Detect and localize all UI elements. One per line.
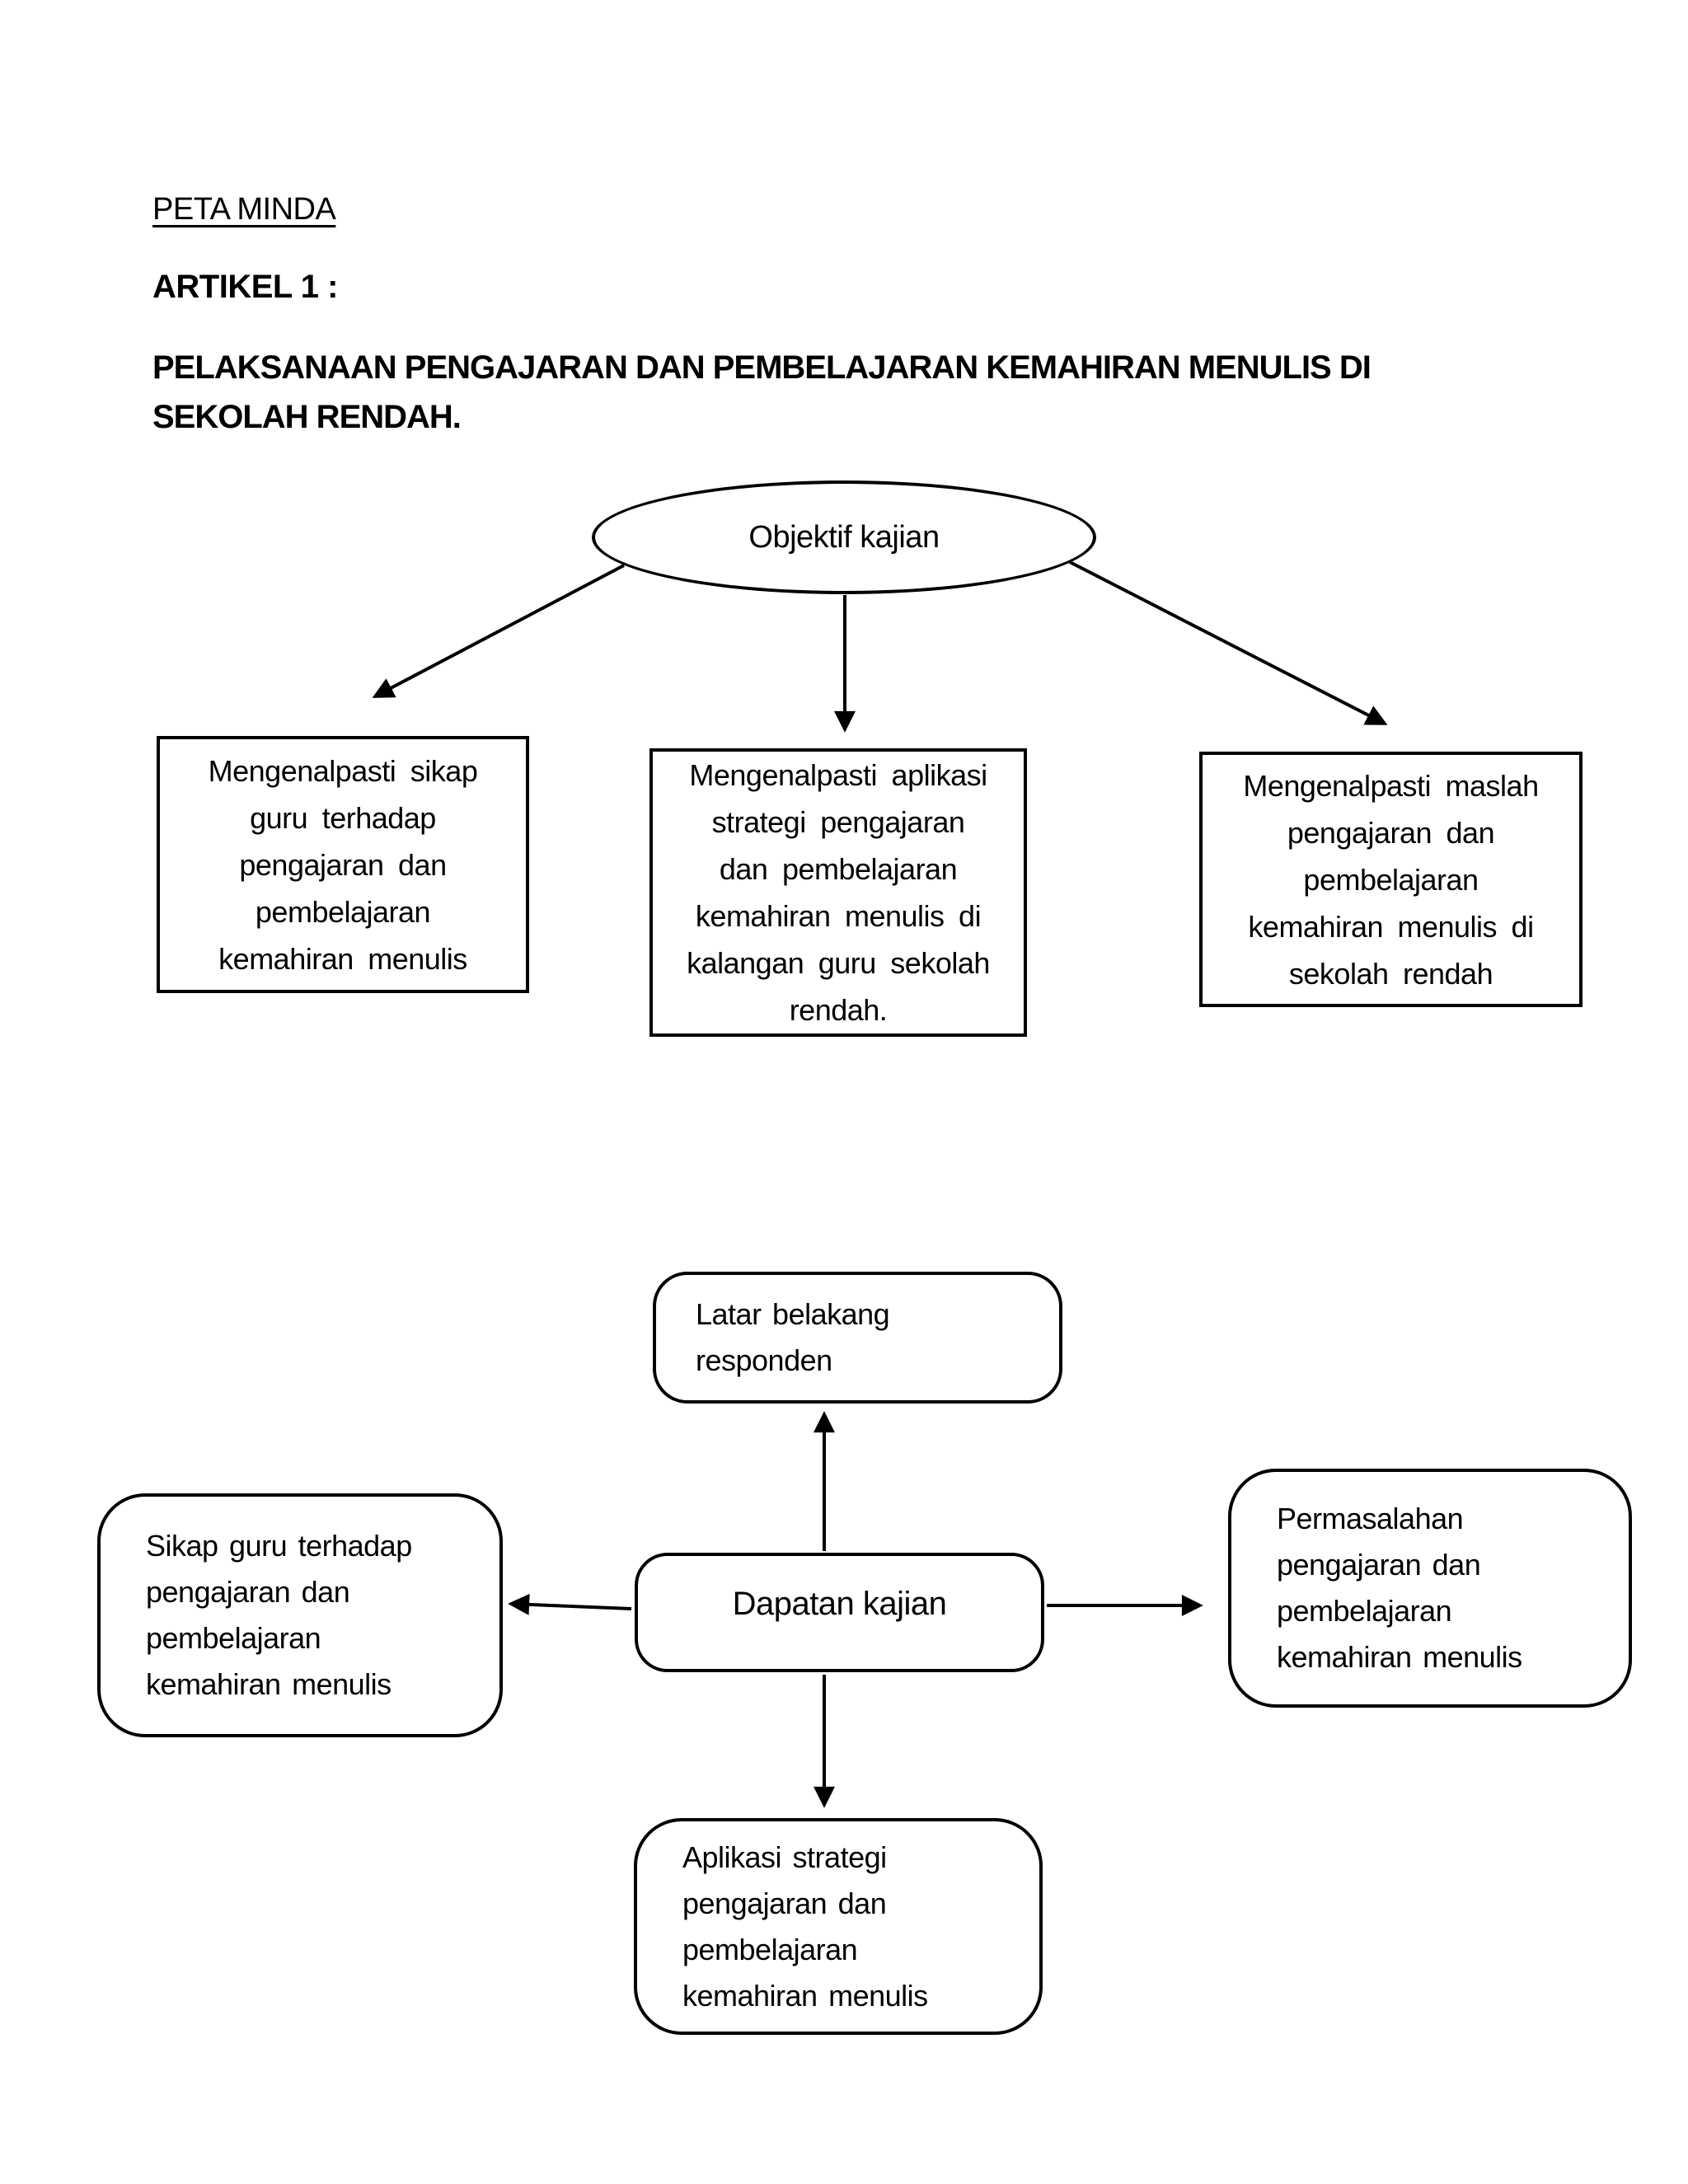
node-dapatan-kajian: Dapatan kajian (635, 1553, 1044, 1672)
article-label: ARTIKEL 1 : (152, 269, 338, 305)
node-sikap-guru: Sikap guru terhadap pengajaran dan pembe… (97, 1493, 503, 1737)
node-aplikasi-strategi: Aplikasi strategi pengajaran dan pembela… (634, 1818, 1043, 2035)
node-permasalahan: Permasalahan pengajaran dan pembelajaran… (1228, 1469, 1632, 1708)
node-latar-belakang-responden: Latar belakang responden (653, 1272, 1062, 1404)
document-heading: PELAKSANAAN PENGAJARAN DAN PEMBELAJARAN … (152, 349, 1372, 435)
node-objektif-masalah: Mengenalpasti maslah pengajaran dan pemb… (1199, 752, 1582, 1007)
arrow-objektif-to-right-box (1069, 560, 1388, 725)
arrow-dapatan-to-left-box (508, 1593, 632, 1615)
arrow-objektif-to-left-box (372, 564, 625, 698)
page-title: PETA MINDA (152, 192, 336, 227)
node-objektif-sikap-guru: Mengenalpasti sikap guru terhadap pengaj… (157, 736, 529, 993)
node-objektif-aplikasi-strategi: Mengenalpasti aplikasi strategi pengajar… (649, 748, 1027, 1037)
node-objektif-kajian: Objektif kajian (592, 480, 1096, 594)
